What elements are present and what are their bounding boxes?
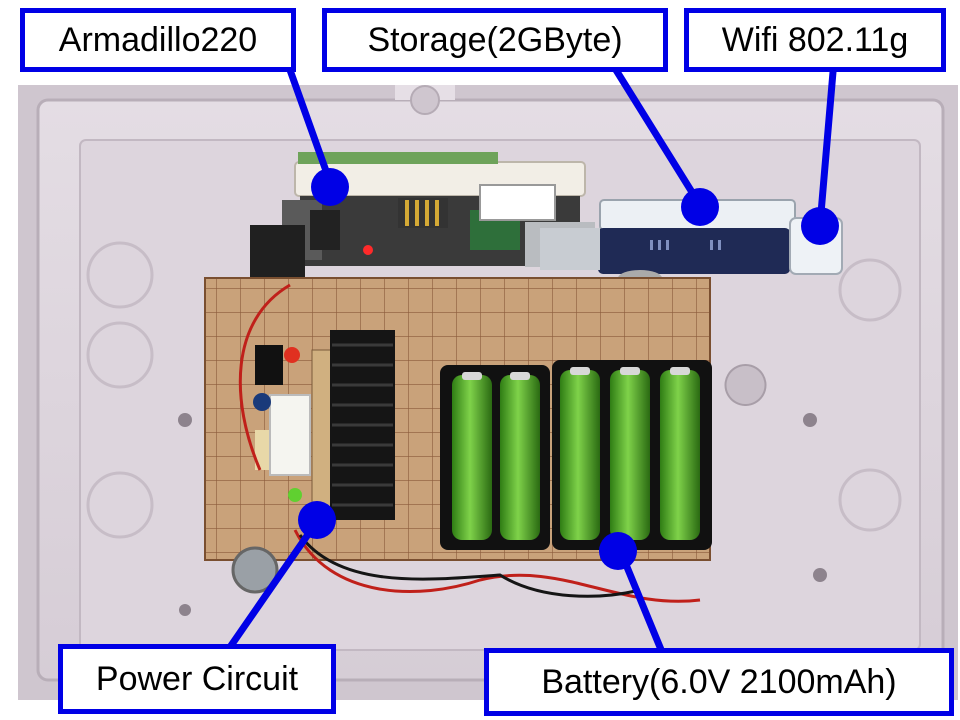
label-armadillo220: Armadillo220: [20, 8, 296, 72]
label-battery: Battery(6.0V 2100mAh): [484, 648, 954, 716]
label-power-circuit: Power Circuit: [58, 644, 336, 714]
armadillo-board: [250, 152, 595, 294]
label-storage: Storage(2GByte): [322, 8, 668, 72]
callout-markers: [298, 168, 839, 570]
wires: [238, 283, 701, 603]
battery-pack: [440, 360, 712, 550]
label-wifi: Wifi 802.11g: [684, 8, 946, 72]
